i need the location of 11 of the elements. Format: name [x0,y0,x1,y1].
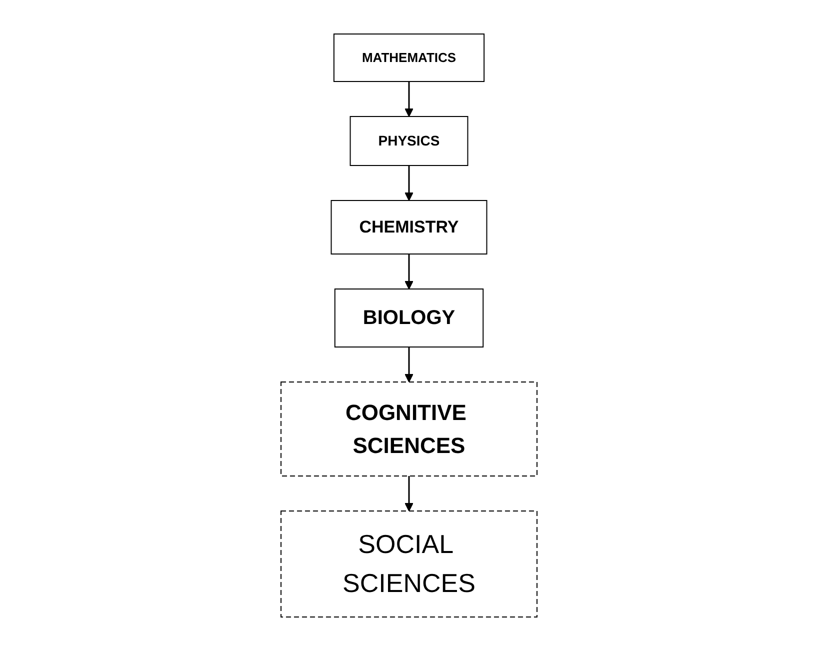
node-box: CHEMISTRY [330,200,487,254]
arrow [404,254,413,289]
arrow [404,165,413,200]
node-box: SOCIAL SCIENCES [280,510,537,617]
node-box: COGNITIVE SCIENCES [280,381,537,476]
node-box: MATHEMATICS [332,33,484,82]
arrow [404,81,413,116]
arrow [404,476,413,511]
node-box: BIOLOGY [334,288,484,347]
arrow [404,346,413,382]
node-box: PHYSICS [349,116,468,166]
